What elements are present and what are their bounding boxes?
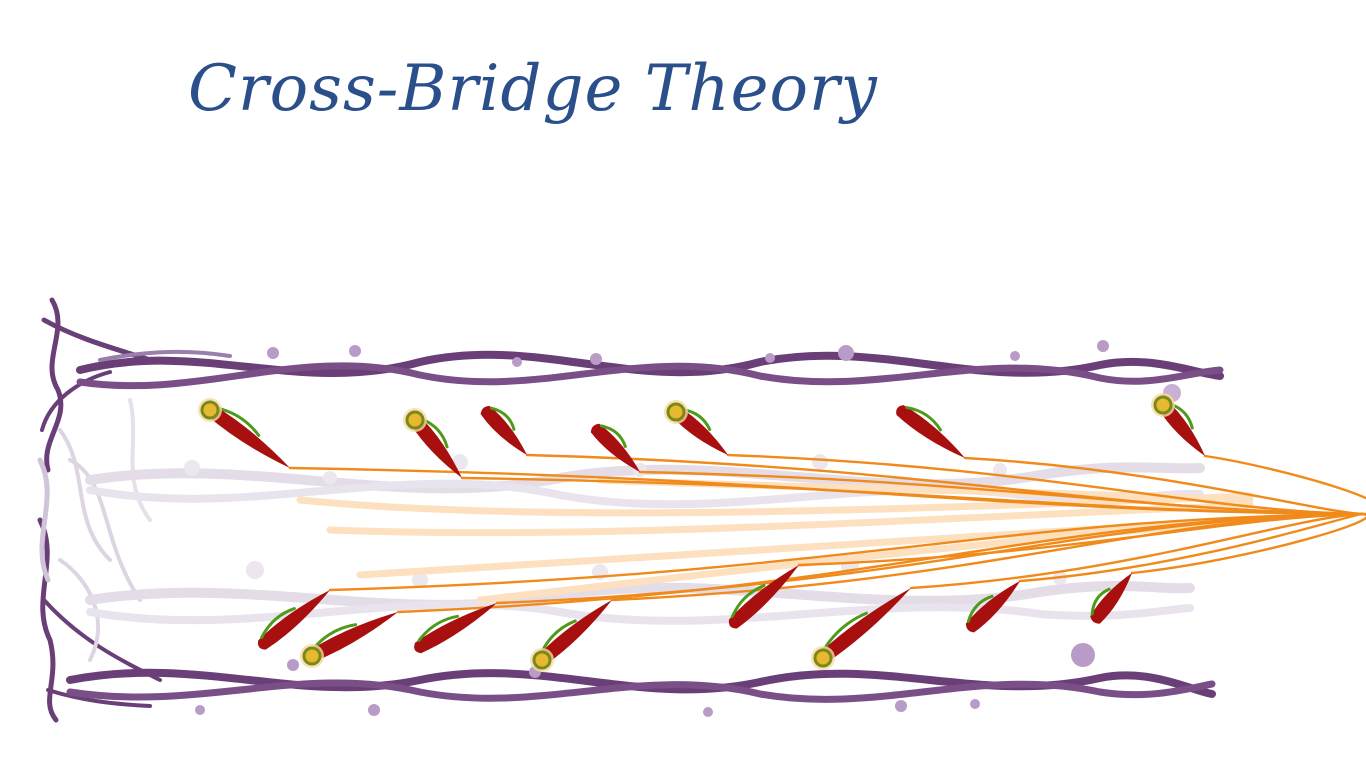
actin-filament-bottom [66, 643, 1216, 717]
myosin-lever-arm [417, 614, 459, 643]
myosin-lever-arm [599, 424, 627, 448]
myosin-tail [1203, 454, 1366, 516]
myosin-head [257, 590, 330, 650]
myosin-head [410, 416, 462, 478]
binding-site [200, 400, 220, 420]
myosin-head [414, 603, 497, 654]
myosin-head [896, 405, 965, 458]
myosin-lever-arm [730, 584, 766, 619]
myosin-tail [328, 512, 1364, 592]
myosin-tail [797, 512, 1364, 567]
myosin-lever-arm [966, 594, 994, 623]
binding-site [1153, 395, 1173, 415]
binding-site [532, 650, 552, 670]
myosin-lever-arm [905, 406, 943, 432]
binding-site [405, 410, 425, 430]
myosin-head [818, 588, 911, 663]
actin-filament-top [76, 340, 1224, 402]
myosin-head [480, 405, 527, 455]
myosin-tail-faint [356, 516, 1244, 579]
myosin-tail [460, 476, 1364, 516]
myosin-tail [1130, 512, 1366, 575]
myosin-head [965, 581, 1020, 633]
myosin-head [1158, 401, 1205, 456]
myosin-tail-faint [326, 501, 1254, 537]
myosin-lever-arm [260, 607, 296, 640]
myosin-tails [288, 453, 1366, 614]
myosin-head [537, 600, 612, 665]
myosin-lever-arm [822, 611, 868, 652]
myosin-lever-arm [1090, 587, 1111, 616]
myosin-tail [1018, 512, 1364, 583]
myosin-heads [198, 393, 1205, 672]
myosin-head [590, 423, 640, 472]
myosin-tail [638, 470, 1364, 516]
myosin-tail [963, 456, 1364, 516]
page-title: Cross-Bridge Theory [188, 52, 878, 126]
myosin-head [205, 405, 290, 468]
binding-site [813, 648, 833, 668]
myosin-head [672, 407, 728, 455]
myosin-head [1090, 573, 1132, 624]
myosin-head [728, 565, 799, 629]
binding-site [666, 402, 686, 422]
myosin-tail [726, 453, 1364, 516]
myosin-tail [909, 512, 1364, 590]
myosin-head [308, 612, 398, 662]
myosin-lever-arm [489, 406, 516, 431]
binding-site [302, 646, 322, 666]
